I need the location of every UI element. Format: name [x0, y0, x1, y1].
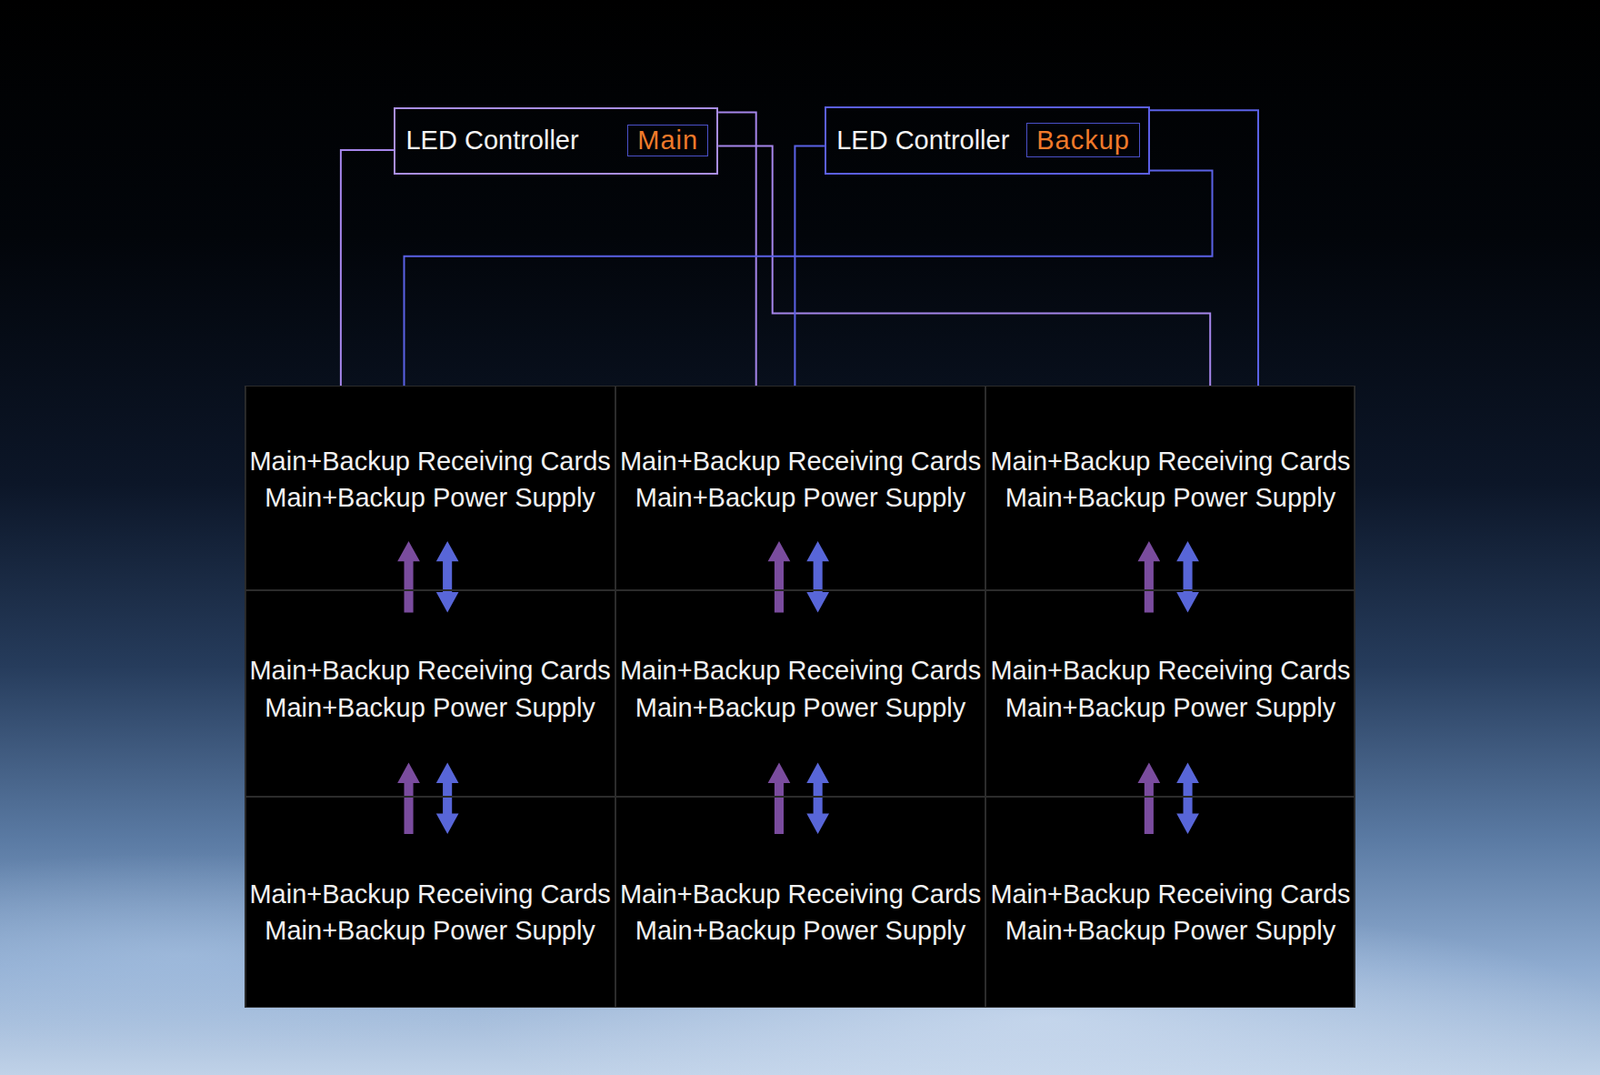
controller-label: LED Controller [836, 125, 1010, 156]
cell-text: Main+Backup Power Supply [616, 479, 985, 516]
signal-cable [404, 170, 1213, 386]
screen-cabinet-cell: Main+Backup Receiving CardsMain+Backup P… [244, 385, 615, 590]
mode-tag-box: Main [627, 124, 709, 157]
screen-cabinet-cell: Main+Backup Receiving CardsMain+Backup P… [985, 590, 1355, 797]
screen-cabinet-cell: Main+Backup Receiving CardsMain+Backup P… [615, 385, 986, 590]
backup-flow-arrow [436, 540, 460, 613]
signal-cable [718, 112, 757, 387]
data-flow-arrow [768, 540, 791, 613]
data-flow-arrow [1138, 540, 1161, 613]
backup-flow-arrow [806, 540, 830, 613]
cell-text: Main+Backup Receiving Cards [245, 651, 614, 689]
screen-cabinet-cell: Main+Backup Receiving CardsMain+Backup P… [985, 796, 1355, 1008]
cell-text: Main+Backup Receiving Cards [986, 651, 1354, 689]
mode-label: Backup [1036, 125, 1130, 156]
cell-text: Main+Backup Receiving Cards [986, 442, 1354, 480]
data-flow-arrow [397, 540, 420, 613]
cell-text: Main+Backup Power Supply [616, 911, 985, 949]
controller-label: LED Controller [405, 125, 579, 156]
cell-text: Main+Backup Power Supply [986, 689, 1354, 726]
screen-cabinet-cell: Main+Backup Receiving CardsMain+Backup P… [244, 796, 615, 1008]
cell-text: Main+Backup Power Supply [245, 479, 614, 516]
backup-flow-arrow [806, 762, 830, 835]
screen-cabinet-cell: Main+Backup Receiving CardsMain+Backup P… [985, 385, 1355, 590]
screen-cabinet-cell: Main+Backup Receiving CardsMain+Backup P… [615, 796, 986, 1008]
data-flow-arrow [1138, 762, 1161, 835]
controller-box: LED Controller Main [393, 107, 719, 175]
cell-text: Main+Backup Power Supply [616, 689, 985, 726]
mode-label: Main [637, 125, 699, 156]
data-flow-arrow [768, 762, 791, 835]
backup-flow-arrow [1176, 540, 1200, 613]
signal-cable [1150, 110, 1259, 386]
data-flow-arrow [397, 762, 420, 835]
cell-text: Main+Backup Receiving Cards [616, 442, 985, 480]
screen-cabinet-cell: Main+Backup Receiving CardsMain+Backup P… [244, 590, 615, 797]
cell-text: Main+Backup Receiving Cards [245, 442, 614, 480]
screen-cabinet-cell: Main+Backup Receiving CardsMain+Backup P… [615, 590, 986, 797]
cell-text: Main+Backup Power Supply [245, 911, 614, 949]
cell-text: Main+Backup Power Supply [245, 689, 614, 726]
cell-text: Main+Backup Power Supply [986, 911, 1354, 949]
cell-text: Main+Backup Receiving Cards [986, 875, 1354, 912]
cell-text: Main+Backup Receiving Cards [616, 651, 985, 689]
cell-text: Main+Backup Receiving Cards [245, 875, 614, 912]
controller-box: LED Controller Backup [824, 106, 1150, 175]
signal-cable [340, 150, 394, 386]
backup-flow-arrow [436, 762, 460, 835]
cell-text: Main+Backup Power Supply [986, 479, 1354, 516]
signal-cable [794, 146, 825, 387]
backup-flow-arrow [1176, 762, 1200, 835]
mode-tag-box: Backup [1026, 122, 1140, 158]
signal-cable [718, 146, 1210, 387]
cell-text: Main+Backup Receiving Cards [616, 875, 985, 912]
